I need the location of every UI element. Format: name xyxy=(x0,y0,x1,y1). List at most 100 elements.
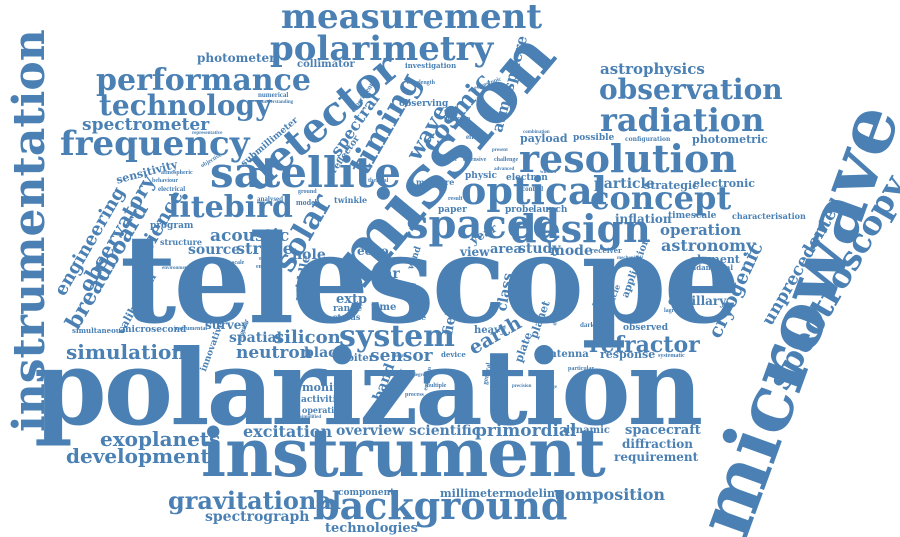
word-spectrometer: spectrometer xyxy=(82,115,210,135)
word-litebird: litebird xyxy=(168,190,293,225)
word-operating: operating xyxy=(302,405,346,415)
word-present: present xyxy=(492,148,508,153)
word-program: program xyxy=(150,221,194,231)
word-echo: echo xyxy=(357,244,389,258)
word-scale: scale xyxy=(232,260,245,266)
word-antenna: antenna xyxy=(543,349,589,360)
word-combination: combination xyxy=(523,130,550,135)
word-collimator: collimator xyxy=(297,59,355,70)
word-paper: paper xyxy=(438,205,467,215)
word-refractor: refractor xyxy=(589,332,700,358)
word-timescale: timescale xyxy=(668,211,717,221)
word-configuration: configuration xyxy=(625,136,671,143)
word-physic: physic xyxy=(465,171,498,181)
word-simultaneous: simultaneous xyxy=(72,326,125,335)
word-instrument: instrument xyxy=(201,414,606,492)
word-mode: mode xyxy=(550,243,593,259)
word-operation: operation xyxy=(660,221,742,239)
word-dynamic: dynamic xyxy=(563,425,611,436)
word-spectrograph: spectrograph xyxy=(205,509,310,525)
word-electronic: electronic xyxy=(693,177,755,190)
word-monitor: monitor xyxy=(302,381,352,394)
word-observing: observing xyxy=(399,99,449,109)
word-sample: sample xyxy=(392,354,407,359)
word-range: range xyxy=(333,304,363,314)
word-survey: survey xyxy=(205,318,249,332)
word-radiation: radiation xyxy=(600,101,765,139)
word-launch: launch xyxy=(533,205,568,215)
word-behaviour: behaviour xyxy=(152,178,179,184)
word-fundamental: fundamental xyxy=(683,263,733,272)
word-structure: structure xyxy=(160,237,202,247)
word-observed: observed xyxy=(623,323,669,333)
word-background: background xyxy=(313,483,568,528)
word-extensive: extensive xyxy=(463,157,487,163)
word-elegant: elegant xyxy=(259,256,278,262)
word-prediction: prediction xyxy=(444,116,471,122)
word-overview: overview xyxy=(336,423,405,439)
word-astronomy: astronomy xyxy=(661,236,756,255)
word-hole: hole xyxy=(292,247,326,263)
word-composition: composition xyxy=(555,485,666,504)
word-technologies: technologies xyxy=(325,521,418,536)
word-strobe: strobe xyxy=(236,239,293,258)
word-excitation: excitation xyxy=(243,422,333,441)
word-resolution: resolution xyxy=(519,136,737,181)
word-development: development xyxy=(66,444,210,468)
word-electrical: electrical xyxy=(158,185,186,193)
word-component: component xyxy=(338,488,395,498)
word-requirement: requirement xyxy=(614,450,699,464)
word-particular: particular xyxy=(568,366,594,372)
word-explorer: explorer xyxy=(436,157,458,163)
word-loft: loft xyxy=(400,283,418,293)
word-degree: degree xyxy=(413,373,428,378)
word-performance: performance xyxy=(96,63,311,98)
word-thermal: thermal xyxy=(368,178,389,184)
word-payload: payload xyxy=(520,132,568,145)
word-acoustic: acoustic xyxy=(210,226,290,246)
word-orbiter: orbiter xyxy=(335,353,374,364)
word-millimeter: millimeter xyxy=(440,487,505,500)
word-activities: activities xyxy=(301,395,347,405)
word-measurement: measurement xyxy=(281,0,543,37)
word-observation: observation xyxy=(599,73,783,106)
word-system: system xyxy=(339,319,455,354)
word-enhanced: enhanced xyxy=(256,264,281,270)
word-ground: ground xyxy=(298,189,317,195)
word-twinkle: twinkle xyxy=(334,195,368,205)
word-model: model xyxy=(296,198,317,207)
word-dark: dark xyxy=(580,321,595,329)
word-representative: representative xyxy=(192,131,223,136)
word-study: study xyxy=(518,241,561,257)
word-characterisation: characterisation xyxy=(732,211,806,221)
word-star: star xyxy=(369,266,400,282)
word-possible: possible xyxy=(573,133,615,143)
word-lagrangian: lagrangian xyxy=(664,308,692,314)
word-spaced: spaced xyxy=(406,201,561,248)
word-time: time xyxy=(371,302,397,313)
word-technology: technology xyxy=(99,89,272,122)
word-extp: extp xyxy=(336,292,368,307)
word-photometric: photometric xyxy=(692,133,768,146)
word-device: device xyxy=(441,350,466,359)
word-polarimetry: polarimetry xyxy=(270,29,494,69)
word-spacecraft: spacecraft xyxy=(625,423,701,438)
word-multiple: multiple xyxy=(425,383,447,389)
word-effective: effective xyxy=(466,133,491,141)
word-sensor: sensor xyxy=(370,346,433,366)
word-capillary: capillary xyxy=(668,294,727,308)
word-understanding: understanding xyxy=(262,100,294,105)
word-area: area xyxy=(490,242,522,257)
word-mechanical: mechanical xyxy=(617,256,642,261)
word-astrophysics: astrophysics xyxy=(600,60,705,78)
word-coverage: coverage xyxy=(538,385,557,390)
word-numerical: numerical xyxy=(258,91,289,99)
word-window: window xyxy=(540,170,557,175)
word-systematic: systematic xyxy=(658,353,685,359)
word-photometer: photometer xyxy=(197,51,276,65)
word-simplified: simplified xyxy=(300,415,322,420)
word-simulation: simulation xyxy=(66,340,186,364)
word-analysed: analysed xyxy=(257,195,284,203)
word-gravitational: gravitational xyxy=(168,486,342,515)
word-spatial: spatial xyxy=(229,330,282,346)
